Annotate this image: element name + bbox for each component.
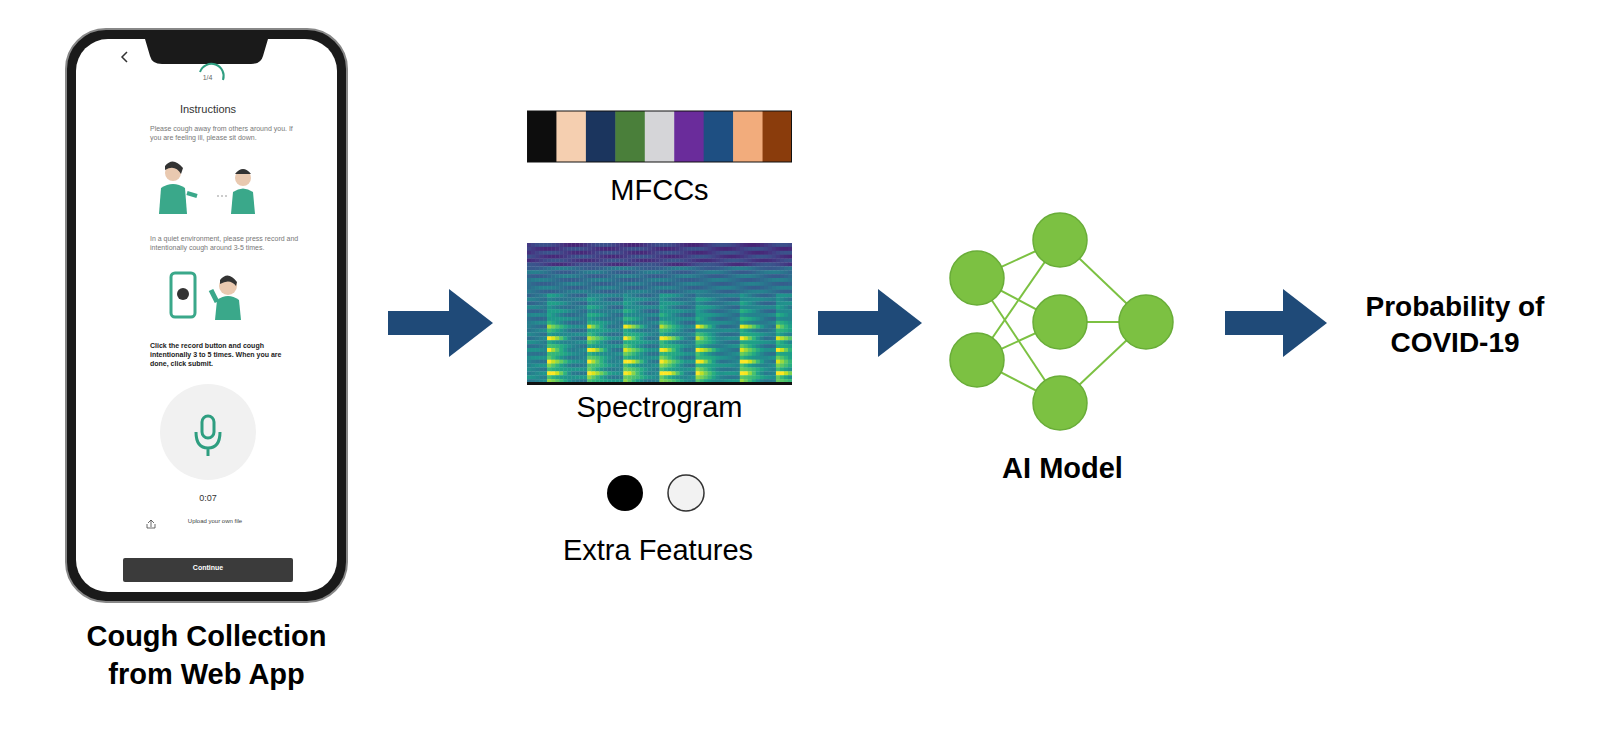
spectrogram-image	[527, 243, 792, 385]
node-label: Cough Collection from Web App	[55, 618, 358, 693]
feature-dot	[668, 475, 704, 511]
screen-text: Click the record button and cough intent…	[150, 342, 300, 368]
phone-illustration	[66, 29, 347, 602]
screen-text: 1/4	[190, 74, 225, 83]
output-node: Probability of COVID-19	[1345, 289, 1565, 362]
phone-screen	[76, 39, 337, 592]
phone-notch	[145, 39, 268, 64]
phone-app-node: Cough Collection from Web App1/4Instruct…	[65, 28, 348, 603]
screen-text: Continue	[123, 564, 293, 573]
ai-model-node-graphic	[945, 210, 1180, 490]
extra-features-node: Extra Features	[523, 472, 793, 572]
node-label: Extra Features	[523, 532, 793, 570]
flow-arrow	[818, 311, 878, 335]
screen-text: In a quiet environment, please press rec…	[150, 235, 300, 253]
neural-network-icon	[950, 213, 1173, 430]
distance-figures	[159, 161, 255, 214]
node-label: AI Model	[945, 450, 1180, 488]
mic-button	[160, 384, 256, 480]
ai-model-node: AI Model	[945, 210, 1180, 490]
node-label: Probability of COVID-19	[1345, 289, 1565, 362]
mfcc-bar	[527, 111, 792, 162]
screen-text: Upload your own file	[155, 518, 275, 526]
back-chevron	[122, 52, 127, 62]
continue-button	[123, 558, 293, 582]
screen-text: Please cough away from others around you…	[150, 125, 300, 143]
node-label: Spectrogram	[527, 389, 792, 427]
phone-body	[66, 29, 347, 602]
feature-dot	[607, 475, 643, 511]
upload-icon	[147, 520, 155, 528]
spectrogram-node: Spectrogram	[527, 243, 792, 428]
flow-arrow	[388, 311, 449, 335]
node-label: MFCCs	[527, 172, 792, 210]
recording-figure	[171, 273, 241, 320]
screen-text: Instructions	[133, 103, 283, 117]
mfcc-node: MFCCs	[527, 110, 792, 210]
screen-text: 0:07	[178, 493, 238, 504]
flow-arrow	[1225, 311, 1283, 335]
